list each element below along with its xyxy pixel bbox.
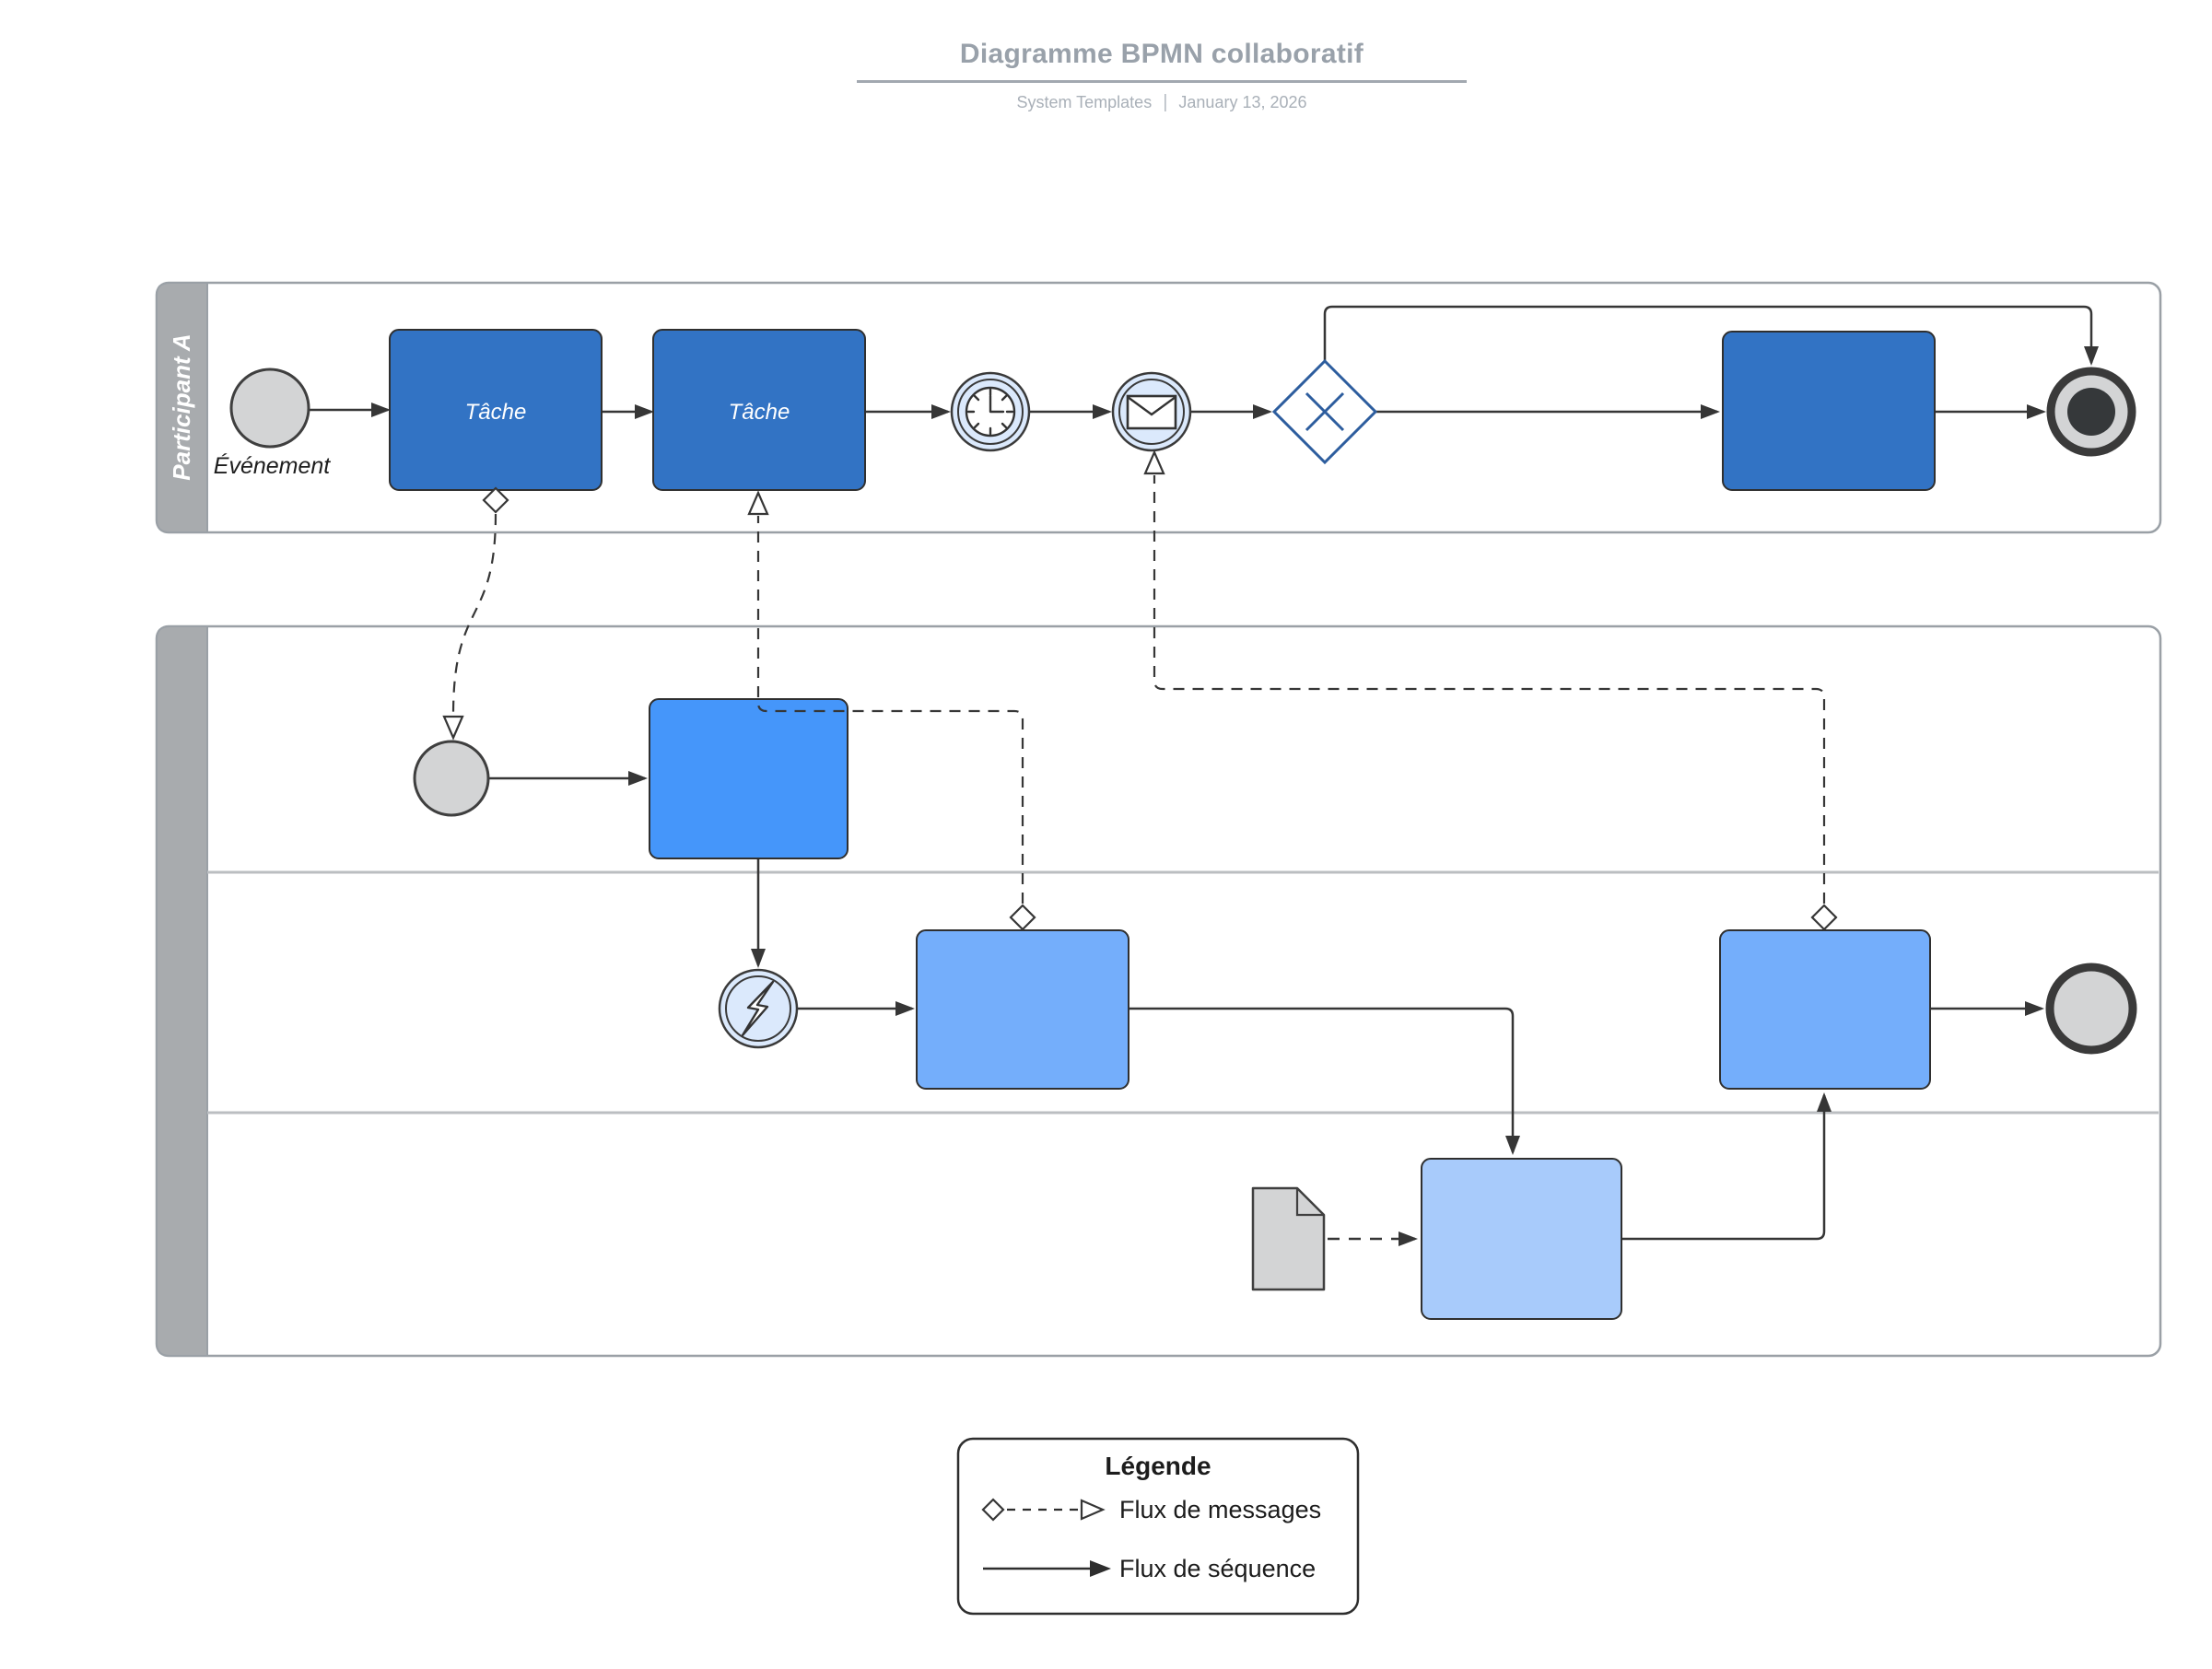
task-b4[interactable] <box>1421 1158 1622 1320</box>
legend-message-label: Flux de messages <box>1119 1496 1321 1523</box>
x-exclusive-marker <box>1305 391 1345 432</box>
start-event-a[interactable]: Événement <box>214 368 332 479</box>
message-intermediate-event[interactable] <box>1111 371 1192 452</box>
message-flow-b2-to-a2 <box>747 490 1036 931</box>
task-b3[interactable] <box>1719 929 1931 1090</box>
task-b2[interactable] <box>916 929 1129 1090</box>
document-header: Diagramme BPMN collaboratif System Templ… <box>857 39 1467 113</box>
task-b1[interactable] <box>649 698 849 859</box>
end-event-dot <box>2067 388 2115 436</box>
message-flow-arrowhead <box>747 490 769 516</box>
task-a2[interactable]: Tâche <box>652 329 866 491</box>
clock-icon <box>965 386 1016 438</box>
timer-intermediate-event[interactable] <box>950 371 1031 452</box>
message-flow-b3-to-message-event <box>1143 449 1838 931</box>
legend-diamond <box>981 1498 1005 1522</box>
document-fold <box>1295 1188 1324 1217</box>
end-event-b[interactable] <box>2045 963 2137 1055</box>
message-flow-arrowhead <box>442 715 464 741</box>
sequence-flow <box>1129 1007 1520 1155</box>
subtitle-source: System Templates <box>1016 93 1153 111</box>
legend-item-message-flow: Flux de messages <box>981 1496 1321 1523</box>
lightning-intermediate-event[interactable] <box>718 968 799 1049</box>
legend-filled-arrow <box>1090 1560 1111 1577</box>
task-a1-label: Tâche <box>465 400 527 425</box>
message-flows <box>442 449 1838 931</box>
document-subtitle: System Templates | January 13, 2026 <box>857 92 1467 113</box>
pool-a-header[interactable] <box>156 282 208 533</box>
pool-b-header[interactable] <box>156 625 208 1357</box>
sequence-flows-pool-a <box>309 305 2099 419</box>
document-icon[interactable] <box>1251 1186 1326 1291</box>
title-underline <box>857 80 1467 83</box>
end-event-a[interactable] <box>2046 367 2136 457</box>
legend-title: Légende <box>1105 1452 1211 1480</box>
task-a1[interactable]: Tâche <box>389 329 603 491</box>
sequence-flow <box>1621 1092 1832 1241</box>
legend-sequence-label: Flux de séquence <box>1119 1555 1316 1582</box>
task-a2-label: Tâche <box>729 400 790 425</box>
legend: Légende Flux de messages Flux de séquenc… <box>956 1437 1360 1616</box>
message-flow-source-diamond <box>482 486 509 514</box>
message-flow-source-diamond <box>1810 904 1838 931</box>
envelope-icon <box>1126 394 1177 430</box>
start-event-circle[interactable] <box>229 368 310 449</box>
sequence-flows-pool-b <box>488 771 2044 1246</box>
task-a3[interactable] <box>1722 331 1936 491</box>
legend-box <box>956 1437 1360 1616</box>
legend-item-sequence-flow: Flux de séquence <box>983 1555 1316 1582</box>
start-event-b[interactable] <box>413 740 490 817</box>
message-flow-a1-to-startb <box>442 486 509 741</box>
pool-a-label: Participant A <box>168 333 195 480</box>
message-flow-source-diamond <box>1009 904 1036 931</box>
subtitle-date: January 13, 2026 <box>1178 93 1307 111</box>
sequence-flow-gateway-bypass <box>1323 305 2099 366</box>
message-flow-arrowhead <box>1143 449 1165 475</box>
exclusive-gateway[interactable] <box>1271 358 1378 465</box>
lightning-icon <box>741 980 775 1037</box>
legend-open-arrow <box>1080 1499 1106 1521</box>
start-event-label: Événement <box>214 452 332 479</box>
data-object[interactable] <box>1251 1186 1326 1291</box>
page-title: Diagramme BPMN collaboratif <box>959 39 1364 69</box>
subtitle-separator: | <box>1163 92 1168 112</box>
